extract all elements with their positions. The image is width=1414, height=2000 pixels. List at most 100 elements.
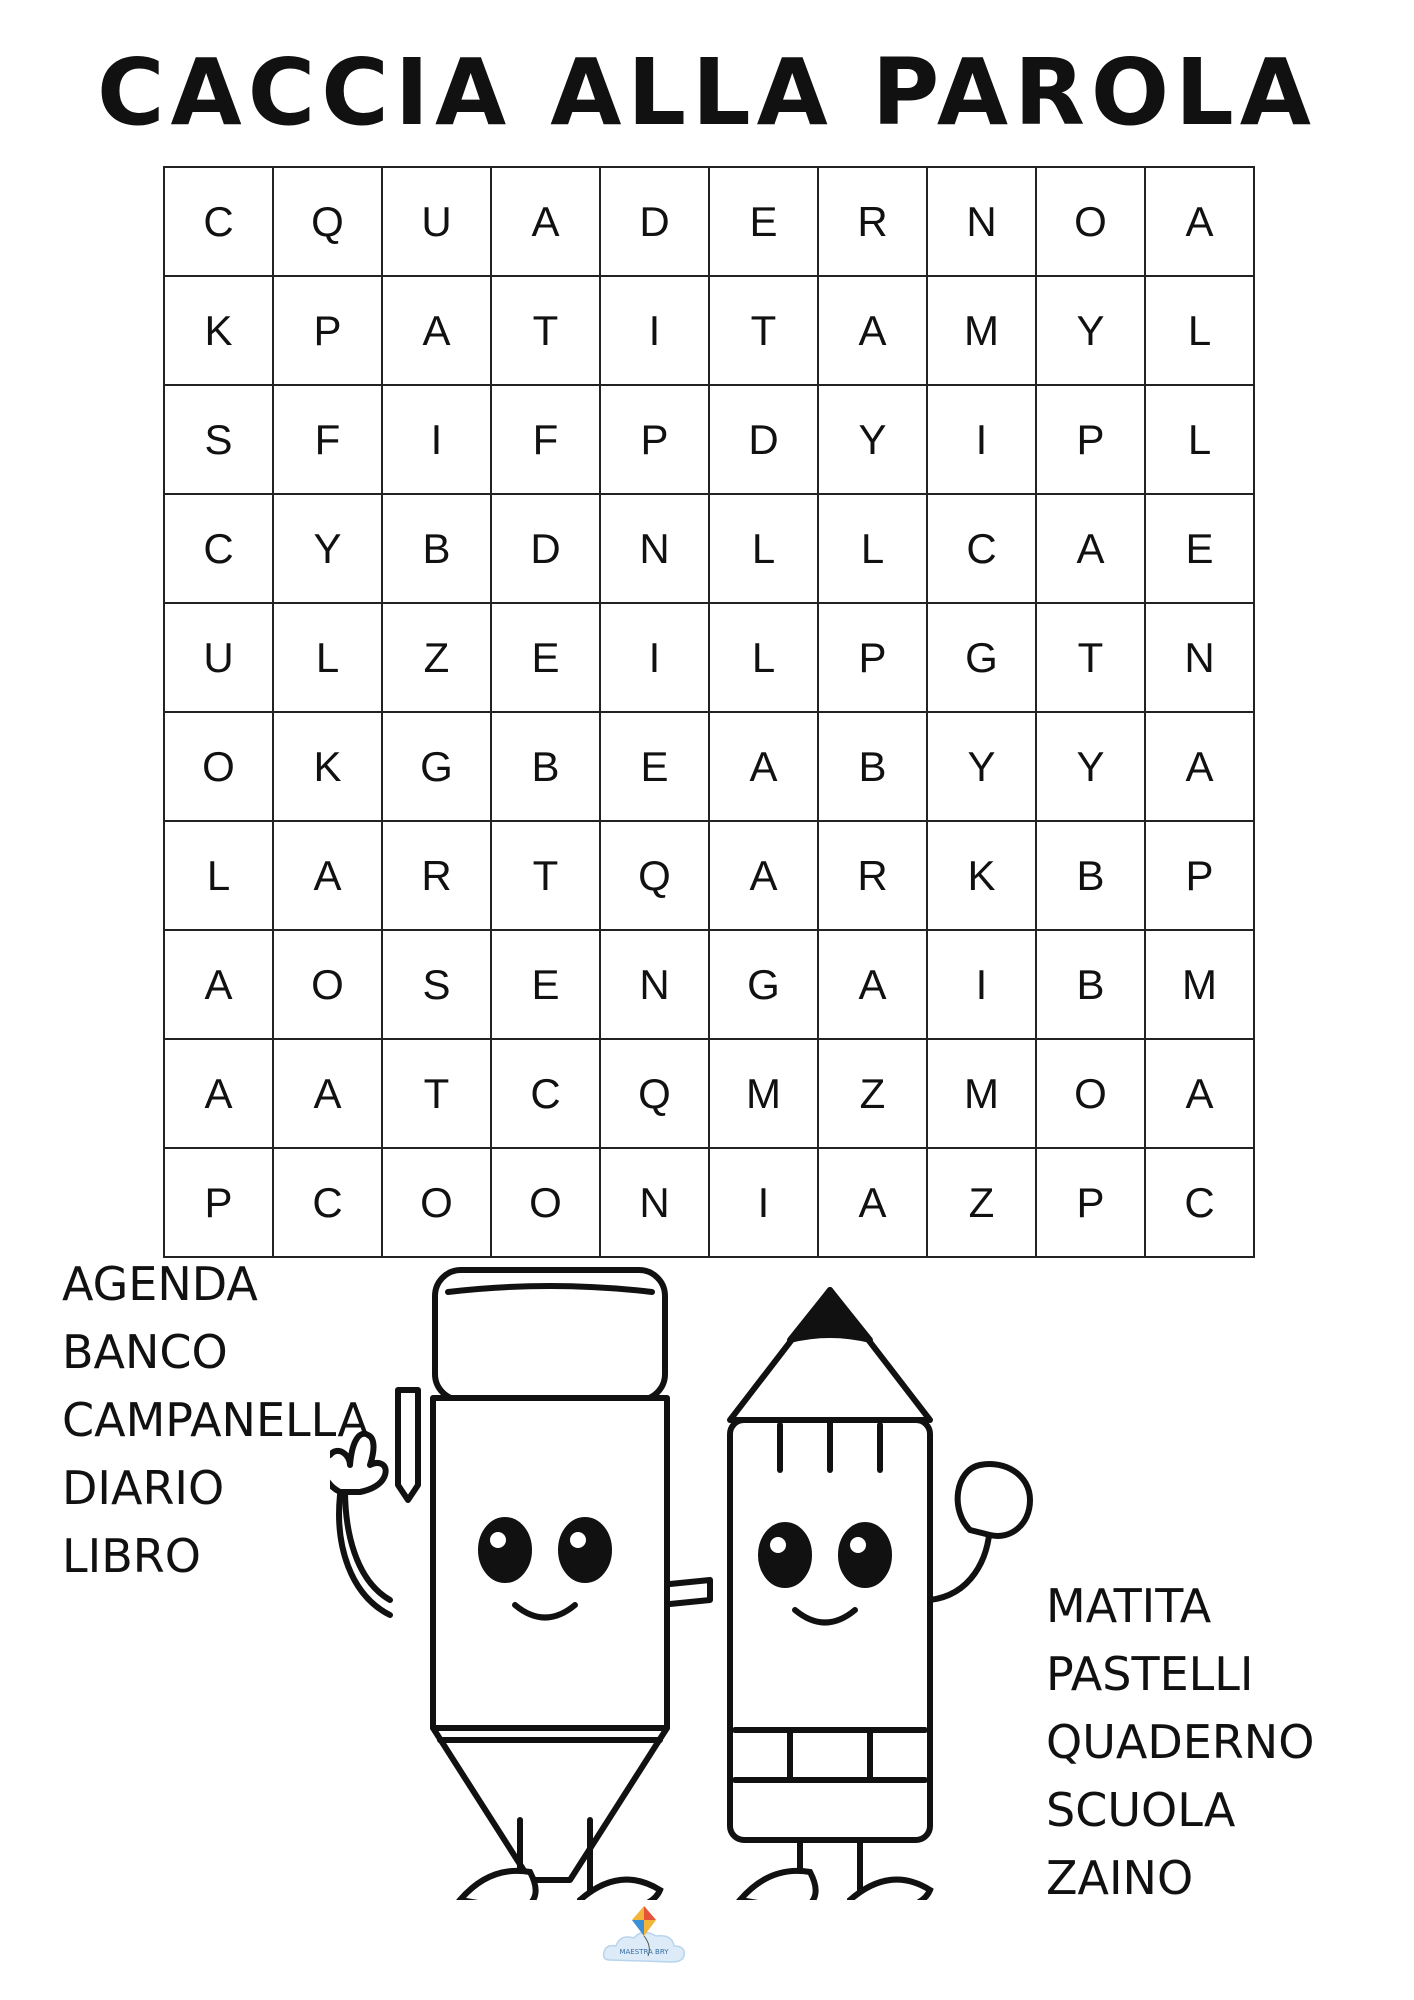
grid-cell: A: [708, 711, 819, 822]
grid-cell: R: [817, 166, 928, 277]
grid-cell: O: [272, 929, 383, 1040]
grid-cell: A: [272, 820, 383, 931]
grid-cell: I: [381, 384, 492, 495]
word-list-item: LIBRO: [62, 1529, 201, 1583]
marker-and-pencil-characters-icon: [330, 1267, 1033, 1900]
grid-cell: C: [490, 1038, 601, 1149]
grid-cell: Z: [381, 602, 492, 713]
grid-cell: A: [381, 275, 492, 386]
grid-cell: A: [1144, 1038, 1255, 1149]
grid-cell: F: [272, 384, 383, 495]
grid-cell: A: [163, 929, 274, 1040]
grid-cell: L: [163, 820, 274, 931]
grid-cell: T: [708, 275, 819, 386]
grid-cell: R: [381, 820, 492, 931]
grid-cell: Y: [1035, 275, 1146, 386]
grid-cell: P: [817, 602, 928, 713]
word-list-item: AGENDA: [62, 1257, 258, 1311]
grid-cell: I: [926, 929, 1037, 1040]
grid-cell: F: [490, 384, 601, 495]
grid-cell: A: [1144, 166, 1255, 277]
grid-cell: A: [1144, 711, 1255, 822]
grid-cell: A: [817, 275, 928, 386]
logo-text: MAESTRA BRY: [619, 1948, 669, 1956]
grid-cell: A: [490, 166, 601, 277]
grid-cell: G: [708, 929, 819, 1040]
grid-cell: B: [490, 711, 601, 822]
grid-cell: P: [272, 275, 383, 386]
grid-cell: O: [1035, 1038, 1146, 1149]
grid-cell: Y: [1035, 711, 1146, 822]
grid-cell: P: [1035, 1147, 1146, 1258]
grid-cell: I: [926, 384, 1037, 495]
grid-cell: E: [708, 166, 819, 277]
grid-cell: E: [490, 929, 601, 1040]
grid-cell: Q: [599, 1038, 710, 1149]
grid-cell: A: [163, 1038, 274, 1149]
grid-cell: T: [1035, 602, 1146, 713]
grid-cell: P: [1035, 384, 1146, 495]
word-list-item: MATITA: [1046, 1579, 1212, 1633]
grid-cell: T: [381, 1038, 492, 1149]
word-list-item: BANCO: [62, 1325, 228, 1379]
grid-cell: D: [490, 493, 601, 604]
word-list-item: CAMPANELLA: [62, 1393, 369, 1447]
grid-cell: G: [926, 602, 1037, 713]
page-title: CACCIA ALLA PAROLA: [97, 39, 1317, 146]
grid-cell: A: [1035, 493, 1146, 604]
grid-cell: B: [1035, 929, 1146, 1040]
grid-cell: C: [926, 493, 1037, 604]
grid-cell: C: [163, 166, 274, 277]
grid-cell: M: [926, 1038, 1037, 1149]
word-list-item: DIARIO: [62, 1461, 225, 1515]
grid-cell: A: [817, 929, 928, 1040]
grid-cell: U: [381, 166, 492, 277]
grid-cell: N: [599, 493, 710, 604]
grid-cell: L: [817, 493, 928, 604]
grid-cell: P: [163, 1147, 274, 1258]
grid-cell: I: [599, 275, 710, 386]
grid-cell: I: [599, 602, 710, 713]
grid-cell: M: [926, 275, 1037, 386]
grid-cell: N: [1144, 602, 1255, 713]
grid-cell: E: [490, 602, 601, 713]
grid-cell: Y: [926, 711, 1037, 822]
grid-cell: S: [381, 929, 492, 1040]
grid-cell: M: [708, 1038, 819, 1149]
grid-cell: M: [1144, 929, 1255, 1040]
grid-cell: N: [599, 929, 710, 1040]
grid-cell: U: [163, 602, 274, 713]
grid-cell: C: [163, 493, 274, 604]
grid-cell: Q: [599, 820, 710, 931]
grid-cell: E: [1144, 493, 1255, 604]
grid-cell: C: [1144, 1147, 1255, 1258]
grid-cell: T: [490, 820, 601, 931]
grid-cell: L: [708, 493, 819, 604]
grid-cell: P: [1144, 820, 1255, 931]
grid-cell: L: [708, 602, 819, 713]
grid-cell: B: [817, 711, 928, 822]
grid-cell: Z: [926, 1147, 1037, 1258]
grid-cell: K: [272, 711, 383, 822]
grid-cell: B: [1035, 820, 1146, 931]
grid-cell: L: [1144, 275, 1255, 386]
grid-cell: N: [599, 1147, 710, 1258]
grid-cell: A: [272, 1038, 383, 1149]
grid-cell: I: [708, 1147, 819, 1258]
grid-cell: P: [599, 384, 710, 495]
grid-cell: K: [163, 275, 274, 386]
grid-cell: O: [163, 711, 274, 822]
grid-cell: Z: [817, 1038, 928, 1149]
grid-cell: O: [381, 1147, 492, 1258]
grid-cell: E: [599, 711, 710, 822]
grid-cell: A: [708, 820, 819, 931]
grid-cell: D: [708, 384, 819, 495]
